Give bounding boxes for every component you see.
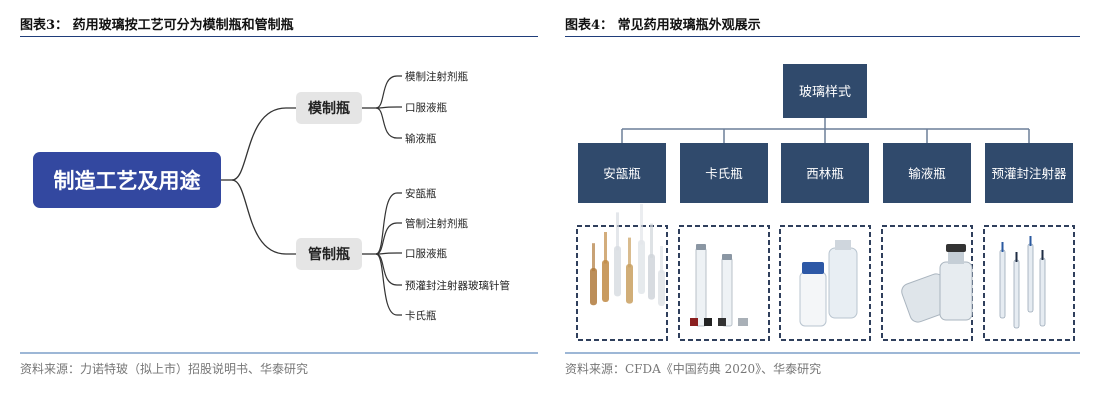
stopper (690, 318, 698, 326)
title-rule (565, 36, 1080, 37)
leaf-node-label: 口服液瓶 (405, 247, 447, 260)
leaf-connector (375, 252, 402, 255)
type-node (985, 143, 1073, 203)
type-node (883, 143, 971, 203)
leaf-node-label: 卡氏瓶 (405, 309, 437, 322)
syringe-illustration (999, 236, 1046, 329)
leaf-node-label: 管制注射剂瓶 (405, 217, 468, 230)
title-rule (20, 36, 538, 37)
branch-connector (231, 179, 296, 255)
syringe-barrel (1039, 257, 1046, 327)
type-node (680, 143, 768, 203)
type-node-label: 预灌封注射器 (991, 166, 1067, 181)
mind-map-diagram: 制造工艺及用途模制瓶模制注射剂瓶口服液瓶输液瓶管制瓶安瓿瓶管制注射剂瓶口服液瓶预… (33, 70, 510, 322)
leaf-connector (375, 107, 402, 139)
syringe-barrel (1027, 243, 1034, 313)
type-node-label: 输液瓶 (908, 166, 946, 181)
vial-small (799, 271, 827, 327)
root-node-label: 制造工艺及用途 (54, 169, 202, 193)
ampoule-body (626, 264, 633, 304)
vial-cap (802, 262, 824, 274)
leaf-connector (375, 222, 402, 255)
leaf-node-label: 输液瓶 (405, 132, 437, 145)
ampoule-body (658, 270, 665, 306)
leaf-node-label: 口服液瓶 (405, 101, 447, 114)
ampoule-neck (628, 237, 631, 268)
branch-node-label: 模制瓶 (308, 100, 350, 117)
ampoule-body (638, 240, 645, 294)
type-node-label: 西林瓶 (806, 166, 844, 181)
top-node (783, 64, 867, 118)
vial-large (828, 247, 858, 319)
cartridge-tube (695, 247, 707, 327)
stopper (704, 318, 712, 326)
bottle-neck (948, 250, 964, 264)
figure-4-source: 资料来源：CFDA《中国药典 2020》、华泰研究 (565, 362, 822, 376)
leaf-connector (375, 106, 402, 109)
ampoule-neck (640, 204, 643, 245)
stopper (738, 318, 748, 326)
branch-node-label: 管制瓶 (308, 246, 350, 263)
figure-3-source: 资料来源：力诺特玻（拟上市）招股说明书、华泰研究 (20, 362, 309, 376)
syringe-barrel (999, 249, 1006, 319)
figure-3-title: 图表3： 药用玻璃按工艺可分为模制瓶和管制瓶 (20, 18, 294, 33)
vial-illustration (799, 240, 858, 327)
leaf-node-label: 模制注射剂瓶 (405, 70, 468, 83)
cartridge-tube (721, 257, 733, 327)
branch-node (296, 92, 362, 124)
top-node-label: 玻璃样式 (799, 85, 851, 100)
syringe-plunger (1029, 236, 1032, 246)
cartridge-cap (722, 254, 732, 260)
ampoule-body (602, 260, 609, 302)
root-node (33, 152, 221, 208)
leaf-connector (375, 75, 402, 109)
type-node (781, 143, 869, 203)
leaf-node-label: 安瓿瓶 (405, 187, 437, 200)
bottom-rule (565, 352, 1080, 354)
ampoule-body (614, 246, 621, 297)
syringe-plunger (1001, 242, 1004, 252)
bottle-standing (939, 261, 973, 321)
syringe-plunger (1041, 250, 1044, 260)
type-node-label: 安瓿瓶 (603, 166, 641, 181)
leaf-connector (375, 192, 402, 255)
figure-4-title: 图表4： 常见药用玻璃瓶外观展示 (565, 18, 761, 33)
cartridge-cap (696, 244, 706, 250)
ampoule-neck (660, 246, 663, 273)
syringe-plunger (1015, 252, 1018, 262)
ampoule-neck (604, 232, 607, 264)
type-node (578, 143, 666, 203)
leaf-connector (375, 253, 402, 316)
cartridge-illustration (690, 244, 748, 327)
right-figure-panel: 图表4： 常见药用玻璃瓶外观展示 玻璃样式安瓿瓶卡氏瓶西林瓶输液瓶预灌封注射器 … (562, 0, 1082, 406)
leaf-node-label: 预灌封注射器玻璃针管 (405, 279, 510, 292)
syringe-barrel (1013, 259, 1020, 329)
branch-node (296, 238, 362, 270)
ampoule-body (648, 254, 655, 300)
left-figure-panel: 图表3： 药用玻璃按工艺可分为模制瓶和管制瓶 制造工艺及用途 模制瓶 模制注射剂瓶口… (0, 0, 540, 406)
vial-neck (835, 240, 851, 250)
ampoule-illustration (590, 204, 665, 306)
ampoule-neck (650, 223, 653, 258)
ampoule-neck (592, 243, 595, 272)
ampoule-body (590, 268, 597, 306)
bottom-rule (20, 352, 538, 354)
ampoule-neck (616, 212, 619, 251)
infusion-bottle-illustration (901, 244, 973, 323)
stopper (718, 318, 726, 326)
type-node-label: 卡氏瓶 (705, 166, 743, 181)
branch-connector (231, 107, 296, 181)
bottle-stopper (946, 244, 966, 252)
